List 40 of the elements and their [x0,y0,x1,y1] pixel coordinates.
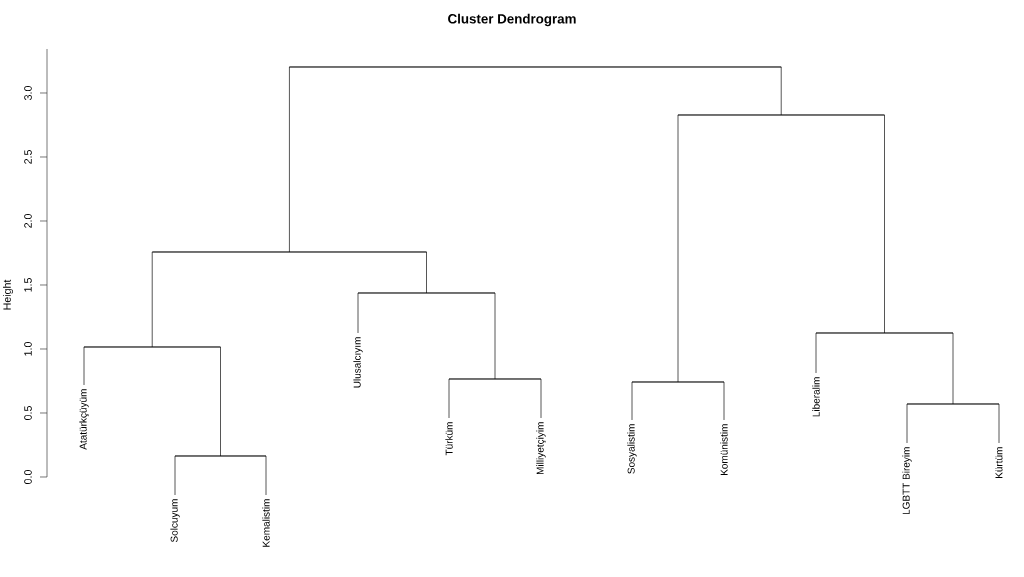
branch-line [998,403,1000,444]
leaf-label: Türküm [445,422,453,456]
leaf-label: Komünistim [720,424,728,475]
branch-line [884,114,885,334]
leaf-label: Kürtüm [995,447,1003,478]
branch-line [174,455,176,496]
branch-line [357,292,359,334]
leaf-label: Milliyetçiyim [536,422,546,475]
branch-line [723,381,725,421]
leaf-label: Solcuyum [170,499,180,543]
branch-line [906,403,908,444]
leaf-label: Atatürkçüyüm [79,389,89,450]
branch-line [952,332,954,405]
tick-label: 3.0 [24,86,32,100]
branch-line [448,378,450,419]
leaf-label: LGBTT Bireyim [902,447,912,515]
leaf-label: Ulusalcıyım [353,337,363,388]
tick-label: 2.0 [24,214,32,228]
chart-title: Cluster Dendrogram [448,13,576,27]
leaf-label: Sosyalistim [627,424,637,474]
branch-line [815,332,817,374]
leaf-label: Liberalim [812,377,820,417]
tick-label: 1.0 [24,342,32,356]
branch-line [83,346,85,386]
branch-line [289,66,290,253]
tick-label: 2.5 [24,150,32,164]
branch-line [151,251,153,348]
branch-line [220,346,221,457]
branch-line [540,378,542,419]
branch-line [631,381,633,421]
branch-line [494,292,496,380]
leaf-label: Kemalistim [262,499,270,547]
branch-line [265,455,267,496]
branch-line [780,66,782,116]
tick-label: 1.5 [24,278,32,292]
branch-line [426,251,427,294]
axis-title: Height [3,279,13,310]
branch-line [677,114,679,383]
tick-label: 0.5 [24,406,32,420]
tick-label: 0.0 [24,470,32,484]
